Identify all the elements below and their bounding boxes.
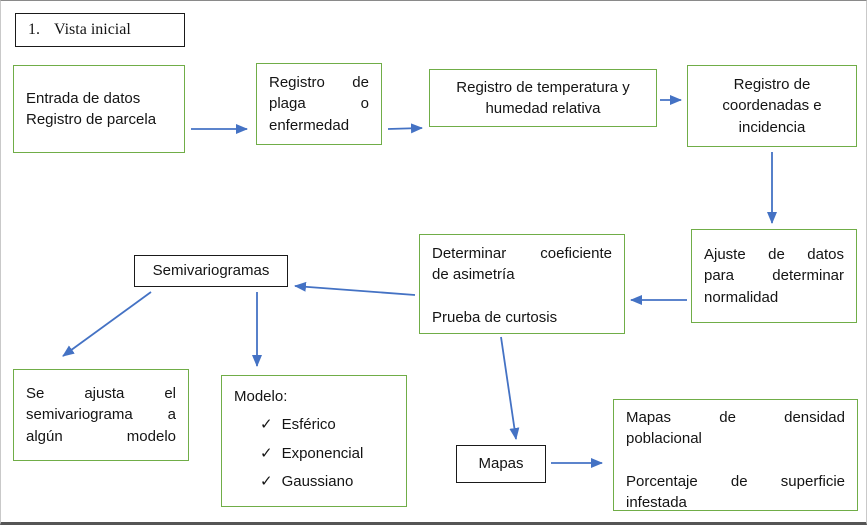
arrow-plaga-to-temperatura — [387, 123, 423, 134]
modelo-item: ✓ Esférico — [234, 414, 394, 435]
box-line: Ajuste de datos — [704, 246, 844, 264]
box-line — [432, 286, 612, 307]
box-line: Se ajusta el — [26, 385, 176, 403]
mapas-detalle-box: Mapas de densidad poblacional Porcentaje… — [613, 399, 858, 511]
box-line — [626, 451, 845, 472]
entrada-datos-box: Entrada de datos Registro de parcela — [13, 65, 185, 153]
box-line: normalidad — [704, 288, 779, 306]
arrow-semivariogramas-to-se-ajusta — [62, 291, 152, 357]
box-line: humedad relativa — [485, 100, 601, 117]
vista-inicial-number: 1. — [28, 20, 40, 38]
box-line: plaga o — [269, 95, 369, 113]
box-label: Semivariogramas — [152, 262, 270, 280]
box-line: Registro de — [269, 74, 369, 92]
ajuste-datos-box: Ajuste de datos para determinar normalid… — [691, 229, 857, 323]
registro-plaga-box: Registro de plaga o enfermedad — [256, 63, 382, 145]
mapas-box: Mapas — [456, 445, 546, 483]
arrow-asimetria-to-mapas — [500, 336, 520, 440]
box-line: para determinar — [704, 267, 844, 285]
box-line: Determinar coeficiente — [432, 245, 612, 262]
box-line: Registro de temperatura y — [456, 78, 630, 96]
vista-inicial-box: 1. Vista inicial — [15, 13, 185, 47]
registro-coordenadas-box: Registro de coordenadas e incidencia — [687, 65, 857, 147]
modelo-item: ✓ Exponencial — [234, 443, 394, 464]
box-line: coordenadas e — [722, 97, 822, 115]
box-line: semivariograma a — [26, 406, 176, 424]
box-line: incidencia — [738, 118, 806, 136]
modelo-item-label: Gaussiano — [281, 472, 354, 490]
modelo-item: ✓ Gaussiano — [234, 471, 394, 492]
box-line: Entrada de datos — [26, 89, 141, 107]
check-icon: ✓ — [260, 416, 273, 434]
box-line: algún modelo — [26, 427, 176, 445]
box-line: Registro de parcela — [26, 111, 157, 128]
modelo-item-label: Esférico — [281, 416, 336, 434]
modelo-item-label: Exponencial — [281, 444, 364, 462]
semivariogramas-box: Semivariogramas — [134, 255, 288, 287]
box-label: Mapas — [478, 455, 524, 473]
box-line: Porcentaje de superficie — [626, 472, 845, 490]
coeficiente-asimetria-box: Determinar coeficiente de asimetría Prue… — [419, 234, 625, 334]
modelo-title: Modelo: — [234, 388, 288, 405]
arrow-asimetria-to-semivariogramas — [294, 281, 416, 296]
se-ajusta-box: Se ajusta el semivariograma a algún mode… — [13, 369, 189, 461]
modelo-box: Modelo: ✓ Esférico ✓ Exponencial ✓ Gaussian… — [221, 375, 407, 507]
check-icon: ✓ — [260, 444, 273, 462]
box-line: poblacional — [626, 430, 702, 448]
registro-temperatura-box: Registro de temperatura y humedad relati… — [429, 69, 657, 127]
box-line: infestada — [626, 494, 687, 512]
check-icon: ✓ — [260, 472, 273, 490]
box-line: Prueba de curtosis — [432, 308, 558, 326]
box-line: enfermedad — [269, 116, 350, 134]
box-line: de asimetría — [432, 266, 515, 284]
box-line: Mapas de densidad — [626, 409, 845, 426]
box-line: Registro de — [733, 76, 811, 94]
vista-inicial-label: Vista inicial — [54, 20, 131, 38]
